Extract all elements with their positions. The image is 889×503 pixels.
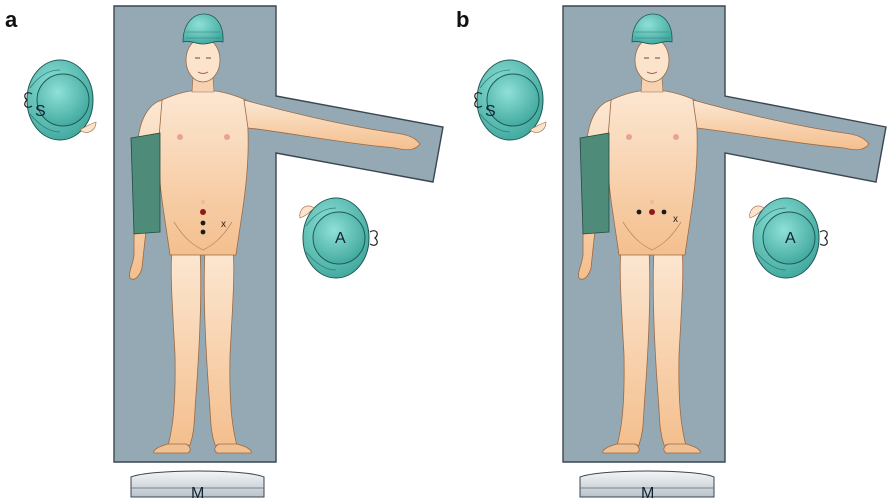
panel-label-a: a <box>5 7 18 32</box>
port-secondary-a-2 <box>201 230 206 235</box>
port-secondary-b-2 <box>662 210 667 215</box>
port-umbilical-b <box>650 200 654 204</box>
panel-b: b x S A M <box>456 6 886 502</box>
panel-label-b: b <box>456 7 469 32</box>
surgeon-a <box>25 60 96 140</box>
operating-table-b <box>563 6 886 462</box>
operating-table-a <box>114 6 443 462</box>
x-mark-a: x <box>221 219 226 230</box>
assistant-label-b: A <box>785 230 796 247</box>
port-primary-b <box>649 209 655 215</box>
port-umbilical-a <box>201 200 205 204</box>
surgeon-label-a: S <box>35 103 46 120</box>
port-secondary-b-1 <box>637 210 642 215</box>
x-mark-b: x <box>673 214 678 225</box>
monitor-label-b: M <box>641 485 654 502</box>
assistant-label-a: A <box>335 230 346 247</box>
arm-drape-b <box>580 133 609 234</box>
arm-drape-a <box>131 133 160 234</box>
port-secondary-a-1 <box>201 221 206 226</box>
monitor-label-a: M <box>191 485 204 502</box>
surgeon-b <box>475 60 546 140</box>
panel-a: a x S A M <box>5 6 443 502</box>
port-primary-a <box>200 209 206 215</box>
surgeon-label-b: S <box>485 103 496 120</box>
